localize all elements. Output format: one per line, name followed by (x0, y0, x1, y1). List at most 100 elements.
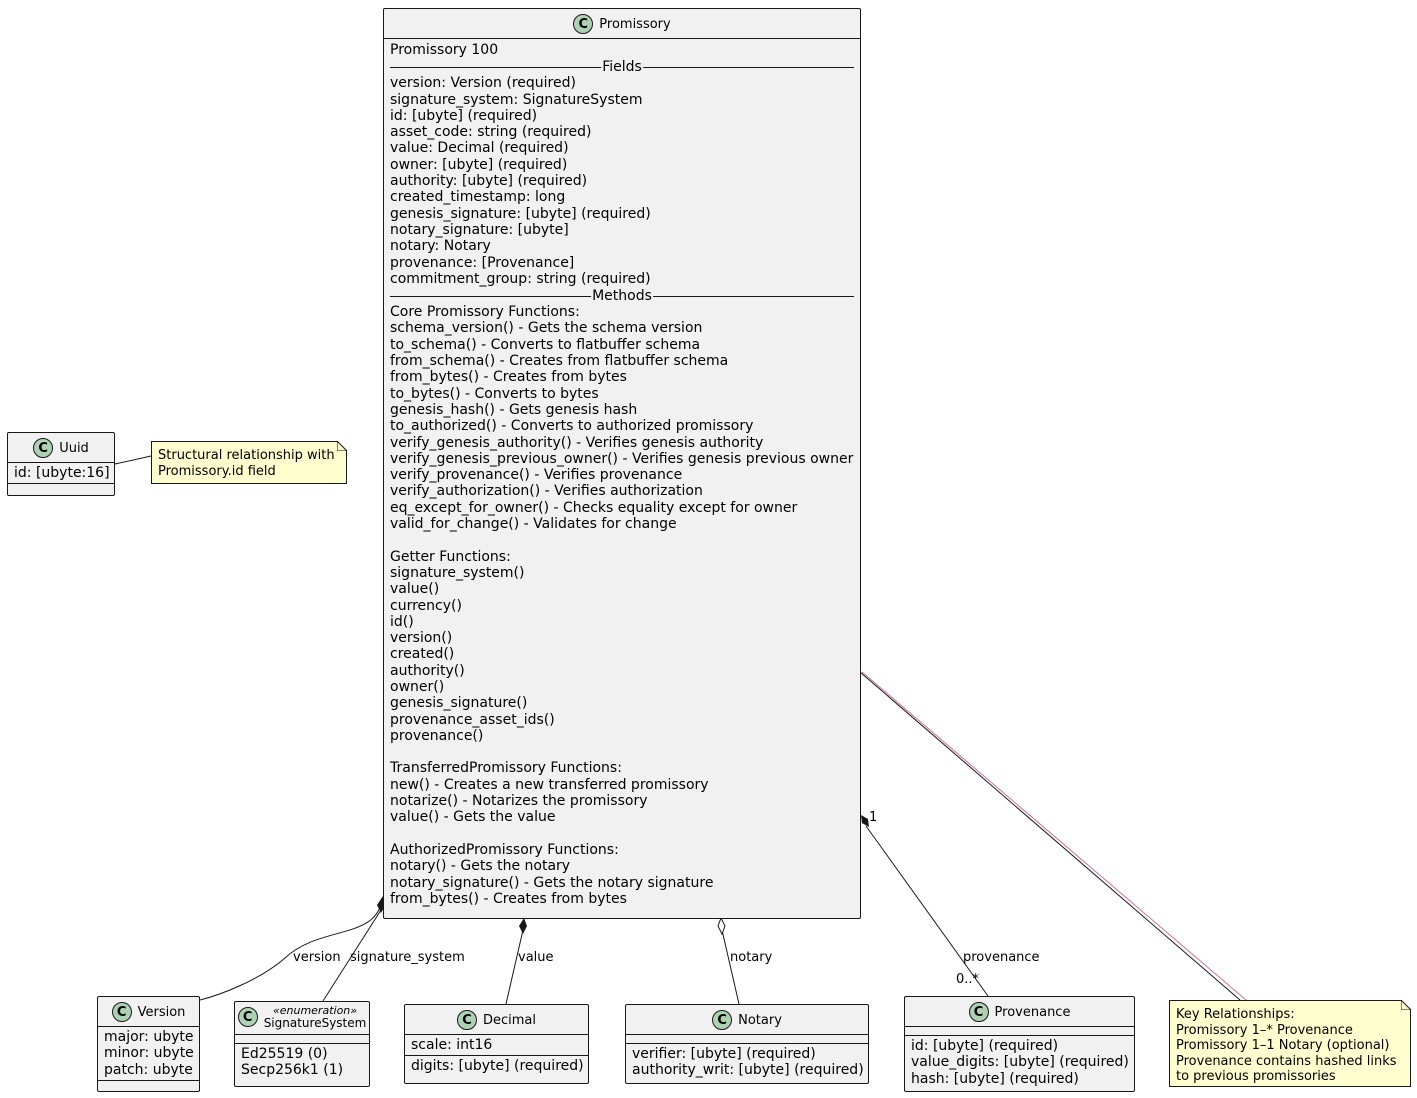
fields-section: major: ubyte minor: ubyte patch: ubyte (98, 1027, 199, 1081)
method-line: created() (390, 646, 455, 663)
field-line: minor: ubyte (104, 1045, 194, 1062)
method-line: currency() (390, 597, 462, 614)
method-line (390, 826, 854, 842)
methods-section (8, 484, 114, 492)
values-section: Ed25519 (0) Secp256k1 (1) (235, 1044, 369, 1081)
key-note-connector-dark (859, 671, 1241, 1001)
class-badge-icon: C (237, 1007, 258, 1027)
method-line: eq_except_for_owner() - Checks equality … (390, 499, 798, 516)
field-line: genesis_signature: [ubyte] (required) (390, 205, 651, 222)
composition-diamond-provenance (861, 815, 869, 827)
class-header: C Uuid (8, 433, 114, 463)
edge-value (505, 929, 524, 1005)
note-key-relationships: Key Relationships: Promissory 1–* Proven… (1169, 1000, 1411, 1087)
method-line: from_bytes() - Creates from bytes (390, 369, 627, 386)
field-line: verifier: [ubyte] (required) (632, 1046, 816, 1062)
field-line: authority_writ: [ubyte] (required) (632, 1062, 864, 1079)
field-line: notary_signature: [ubyte] (390, 221, 569, 238)
field-line: scale: int16 (411, 1037, 493, 1053)
methods-section: digits: [ubyte] (required) (405, 1056, 588, 1076)
edge-label-provenance: provenance (963, 950, 1040, 965)
method-line: value() (390, 581, 440, 598)
method-line (390, 744, 854, 760)
method-line: to_schema() - Converts to flatbuffer sch… (390, 336, 701, 353)
fields-section (905, 1027, 1134, 1036)
class-body: Promissory 100 Fields version: Version (… (384, 39, 860, 909)
method-line: id() (390, 613, 414, 630)
note-fold-icon (1401, 1000, 1411, 1010)
method-line: digits: [ubyte] (required) (411, 1058, 584, 1075)
methods-section (98, 1081, 199, 1089)
method-line: verify_genesis_previous_owner() - Verifi… (390, 450, 854, 467)
field-line: id: [ubyte] (required) (390, 107, 538, 124)
class-badge-icon: C (111, 1002, 132, 1022)
note-line: Promissory 1–1 Notary (optional) (1176, 1038, 1390, 1053)
field-line: major: ubyte (104, 1029, 194, 1045)
edge-label-value: value (518, 950, 554, 965)
field-line: asset_code: string (required) (390, 124, 592, 141)
class-provenance[interactable]: C Provenance id: [ubyte] (required) valu… (904, 996, 1135, 1092)
edge-notary (721, 929, 740, 1005)
class-name: Decimal (482, 1012, 536, 1028)
methods-divider: Methods (390, 288, 854, 305)
fields-list: version: Version (required)signature_sys… (390, 75, 854, 287)
uuid-note-connector (114, 455, 152, 465)
class-badge-icon: C (573, 14, 594, 34)
class-badge-icon: C (33, 438, 54, 458)
edge-provenance (865, 825, 989, 997)
class-name: Provenance (994, 1004, 1071, 1020)
fields-divider: Fields (390, 59, 854, 76)
class-name: Notary (738, 1012, 782, 1028)
class-decimal[interactable]: C Decimal scale: int16 digits: [ubyte] (… (404, 1004, 589, 1084)
class-uuid[interactable]: C Uuid id: [ubyte:16] (7, 432, 115, 496)
method-line: notary_signature() - Gets the notary sig… (390, 874, 714, 891)
method-line: verify_authorization() - Verifies author… (390, 483, 703, 500)
class-signature-system[interactable]: C «enumeration» SignatureSystem Ed25519 … (234, 1001, 370, 1087)
aggregation-diamond-notary (717, 916, 726, 936)
class-stereotype: «enumeration» (272, 1004, 358, 1017)
class-header: C Notary (626, 1005, 868, 1035)
edge-label-signature-system: signature_system (350, 950, 465, 965)
class-badge-icon: C (712, 1010, 733, 1030)
method-line: TransferredPromissory Functions: (390, 760, 622, 777)
field-line: notary: Notary (390, 238, 491, 255)
edge-label-notary: notary (730, 950, 773, 965)
method-line: Getter Functions: (390, 548, 511, 565)
class-header: C Promissory (384, 9, 860, 39)
class-header: C Decimal (405, 1005, 588, 1035)
field-line: id: [ubyte:16] (14, 465, 110, 481)
method-line: value() - Gets the value (390, 809, 556, 826)
enum-value: Ed25519 (0) (241, 1046, 328, 1062)
members-section: id: [ubyte] (required) value_digits: [ub… (905, 1036, 1134, 1089)
members-section: verifier: [ubyte] (required) authority_w… (626, 1044, 868, 1081)
note-line: Promissory 1–* Provenance (1176, 1022, 1353, 1038)
fields-section (626, 1035, 868, 1044)
fields-section: scale: int16 (405, 1035, 588, 1057)
note-line: Key Relationships: (1176, 1007, 1295, 1022)
field-line: authority: [ubyte] (required) (390, 173, 588, 190)
class-notary[interactable]: C Notary verifier: [ubyte] (required) au… (625, 1004, 869, 1084)
method-line: verify_provenance() - Verifies provenanc… (390, 467, 683, 484)
class-header: C Provenance (905, 997, 1134, 1027)
enum-value: Secp256k1 (1) (241, 1062, 344, 1079)
field-line: hash: [ubyte] (required) (911, 1070, 1079, 1087)
class-name: Promissory (599, 16, 671, 32)
method-line: authority() (390, 662, 465, 679)
class-name: Version (137, 1004, 186, 1020)
field-line: created_timestamp: long (390, 189, 566, 206)
method-line: provenance_asset_ids() (390, 711, 555, 728)
class-version[interactable]: C Version major: ubyte minor: ubyte patc… (97, 996, 200, 1092)
class-promissory[interactable]: C Promissory Promissory 100 Fields versi… (383, 8, 861, 919)
method-line: from_schema() - Creates from flatbuffer … (390, 353, 729, 370)
method-line: version() (390, 630, 453, 647)
edge-label-version: version (293, 950, 341, 965)
note-line: Provenance contains hashed links (1176, 1053, 1397, 1069)
method-line: notary() - Gets the notary (390, 858, 571, 875)
class-description: Promissory 100 (390, 42, 499, 58)
method-line (390, 532, 854, 548)
method-line: AuthorizedPromissory Functions: (390, 841, 619, 858)
note-fold-icon (337, 441, 347, 451)
method-line: from_bytes() - Creates from bytes (390, 890, 627, 907)
fields-section (235, 1035, 369, 1044)
